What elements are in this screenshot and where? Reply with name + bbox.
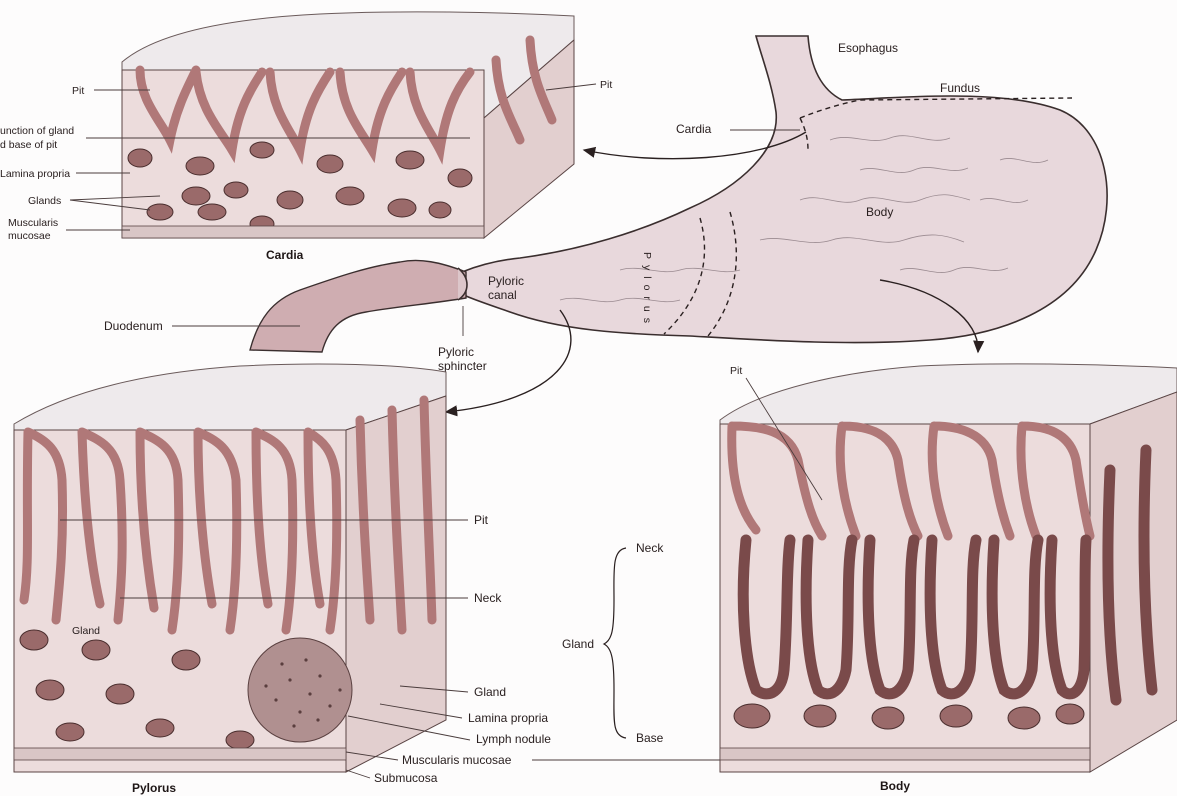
pylorus-label-pit: Pit [474, 513, 489, 527]
cardia-label-muscularis-1: Muscularis [8, 217, 58, 229]
body-muscularis-layer [720, 748, 1090, 760]
body-gland-brace [604, 548, 626, 738]
body-label-gland: Gland [562, 637, 594, 651]
body-label-base: Base [636, 731, 664, 745]
duodenum-tube [250, 260, 466, 352]
cardia-label-junction-1: unction of gland [0, 125, 74, 137]
pylorus-tissue-block: Gland Pit Neck Gland Lamina propria Lymp… [14, 364, 736, 795]
label-pylorus-vertical: Pylorus [641, 252, 653, 329]
label-body-stomach: Body [866, 205, 893, 219]
label-pyloric-canal-1: Pyloric [488, 274, 524, 288]
cardia-label-muscularis-2: mucosae [8, 230, 51, 242]
pylorus-label-muscularis: Muscularis mucosae [402, 753, 512, 767]
label-cardia-stomach: Cardia [676, 122, 712, 136]
body-top-surface [720, 364, 1177, 424]
pylorus-label-neck: Neck [474, 591, 502, 605]
pylorus-label-submucosa: Submucosa [374, 771, 438, 785]
pylorus-leader-submucosa [346, 770, 370, 778]
cardia-label-glands: Glands [28, 195, 61, 207]
cardia-label-lamina-propria: Lamina propria [0, 168, 70, 180]
cardia-label-pit-right: Pit [600, 79, 612, 91]
body-label-neck: Neck [636, 541, 664, 555]
pylorus-muscularis-layer [14, 748, 346, 760]
label-pyloric-canal-2: canal [488, 288, 517, 302]
pylorus-label-lymph-nodule: Lymph nodule [476, 732, 551, 746]
caption-body: Body [880, 779, 910, 793]
label-esophagus: Esophagus [838, 41, 898, 55]
body-tissue-block: Pit Neck Gland Base Body [562, 364, 1177, 793]
pylorus-lymph-nodule [248, 638, 352, 742]
pylorus-label-gland: Gland [474, 685, 506, 699]
cardia-label-pit-left: Pit [72, 85, 84, 97]
pylorus-label-lamina-propria: Lamina propria [468, 711, 548, 725]
caption-pylorus: Pylorus [132, 781, 176, 795]
cardia-label-junction-2: d base of pit [0, 139, 57, 151]
label-pyloric-sphincter-1: Pyloric [438, 345, 474, 359]
body-label-pit: Pit [730, 365, 742, 377]
label-duodenum: Duodenum [104, 319, 163, 333]
label-pyloric-sphincter-2: sphincter [438, 359, 487, 373]
label-fundus: Fundus [940, 81, 980, 95]
caption-cardia: Cardia [266, 248, 304, 262]
pylorus-label-gland-inside: Gland [72, 625, 100, 637]
cardia-muscularis-layer [122, 226, 484, 238]
cardia-tissue-block: Pit Pit unction of gland d base of pit L… [0, 12, 612, 262]
